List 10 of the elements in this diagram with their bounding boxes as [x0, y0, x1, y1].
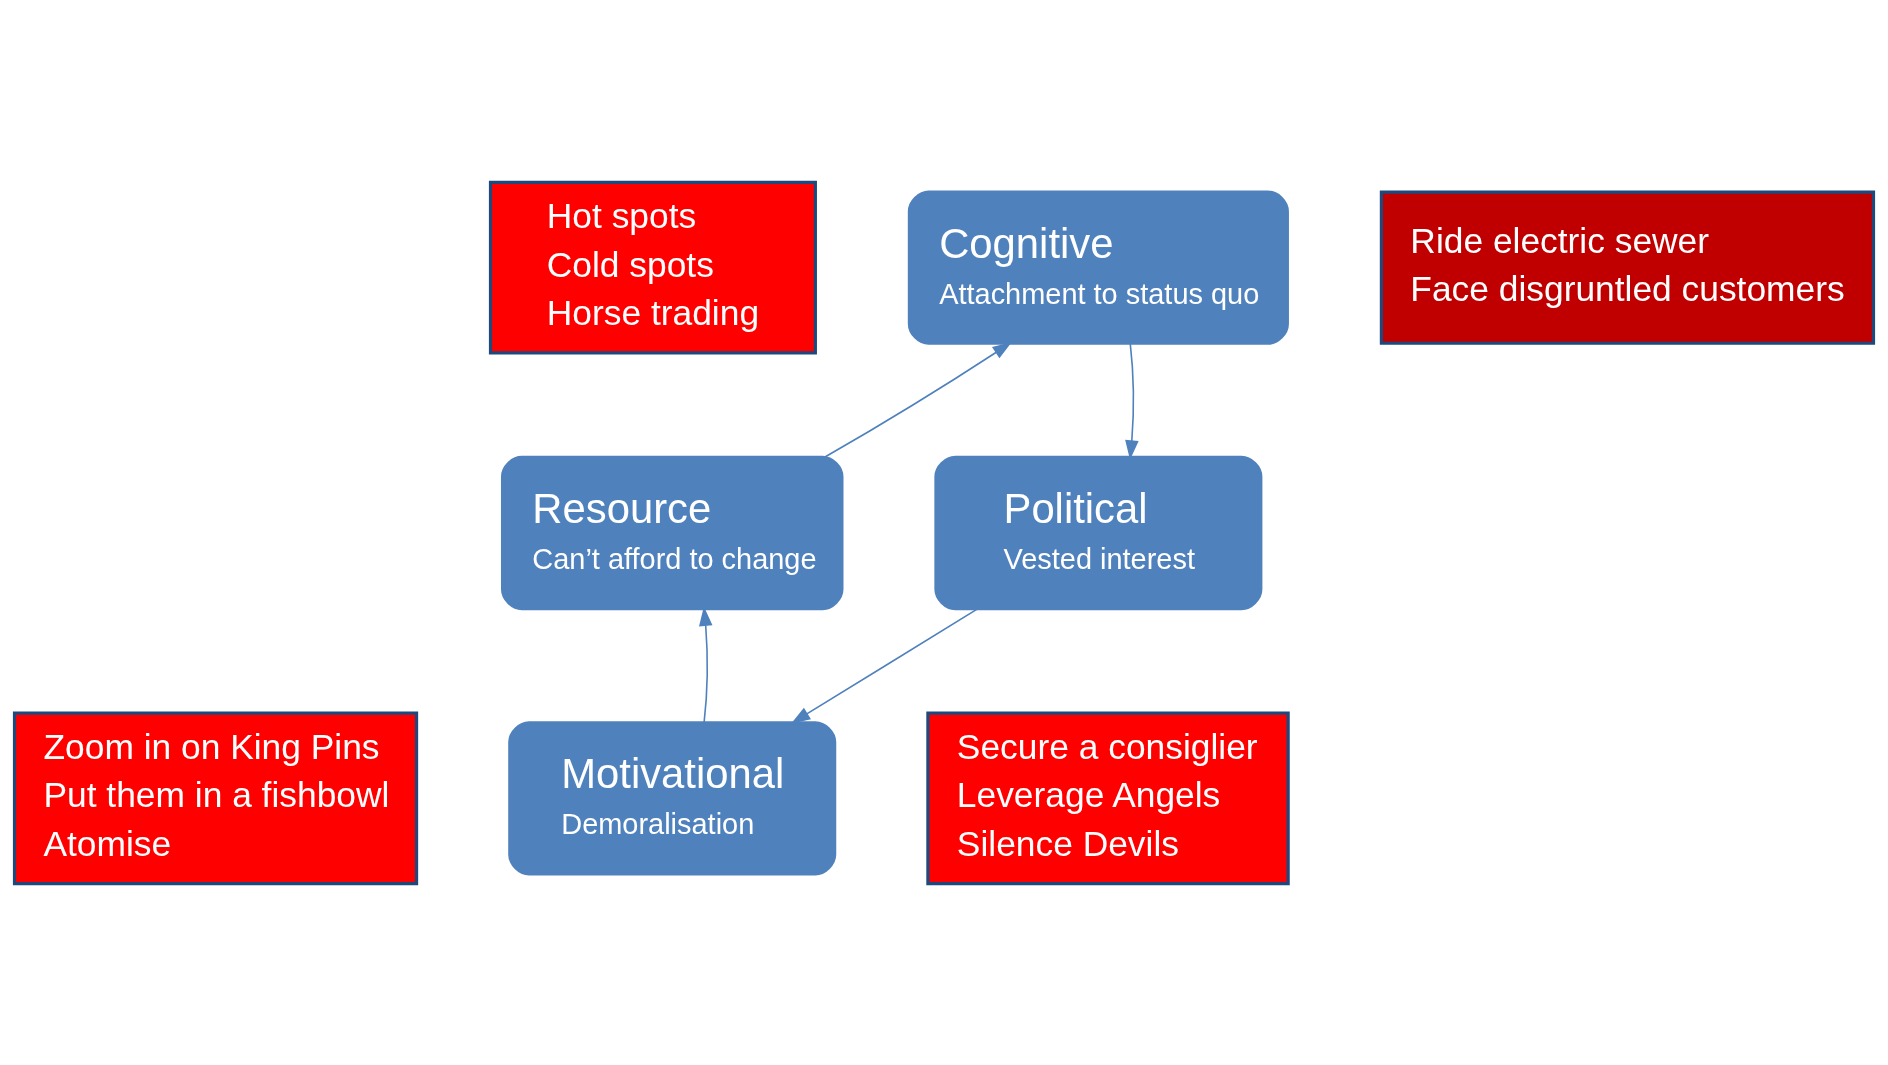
node-box: Ride electric sewer Face disgruntled customers [1379, 189, 1876, 345]
node-box: Motivational Demoralisation [508, 720, 837, 876]
arrow [824, 341, 1012, 458]
node-box: Zoom in on King Pins Put them in a fishbowl Atomise [12, 711, 419, 885]
node-box: Cognitive Attachment to status quo [907, 189, 1289, 345]
node-box: Hot spots Cold spots Horse trading [488, 180, 817, 354]
node-box: Political Vested interest [934, 455, 1263, 610]
node-box: Resource Can’t afford to change [500, 455, 844, 610]
arrow [791, 607, 979, 724]
node-box: Secure a consiglier Leverage Angels Silence Devils [926, 711, 1290, 885]
